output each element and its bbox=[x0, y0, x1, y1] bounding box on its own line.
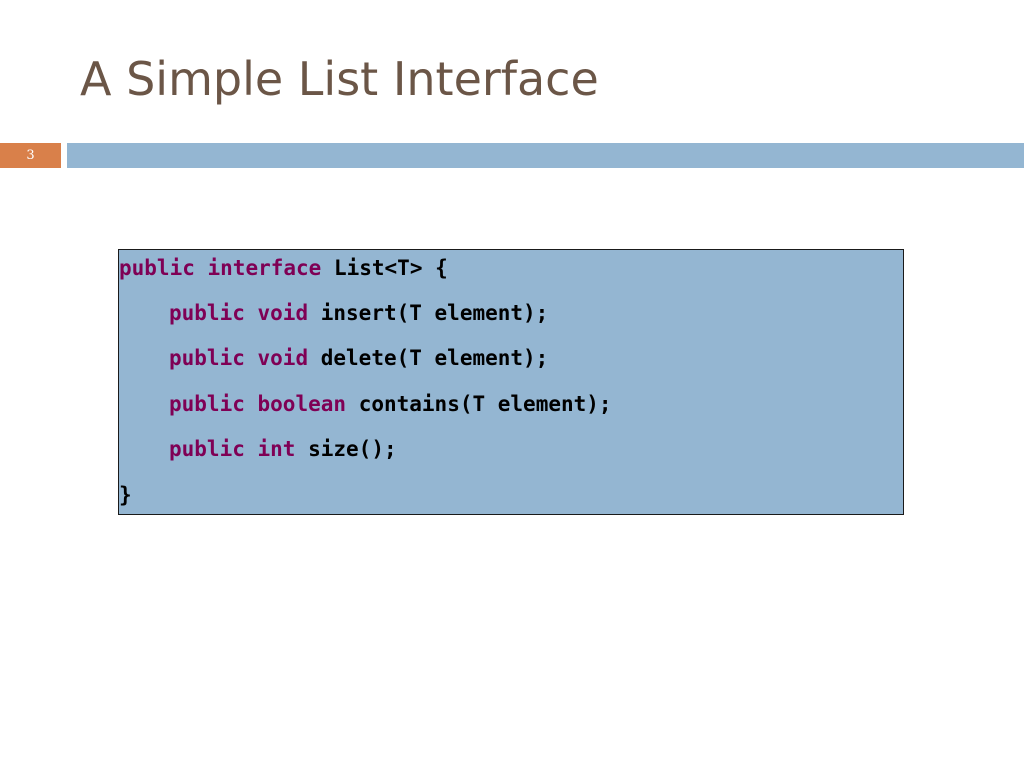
code-text: } bbox=[119, 483, 132, 507]
code-text: contains(T element); bbox=[358, 392, 612, 416]
code-keyword: boolean bbox=[257, 392, 347, 416]
code-line-contains-method: public boolean contains(T element); bbox=[169, 389, 612, 419]
code-keyword: public bbox=[119, 256, 195, 280]
slide-number: 3 bbox=[0, 143, 61, 168]
code-keyword: public bbox=[169, 392, 245, 416]
code-keyword: public bbox=[169, 301, 245, 325]
code-keyword: public bbox=[169, 437, 245, 461]
code-block: public interface List<T> { public void inser… bbox=[118, 249, 904, 515]
code-keyword: interface bbox=[207, 256, 322, 280]
code-keyword: public bbox=[169, 346, 245, 370]
code-line-closing-brace: } bbox=[119, 480, 132, 510]
code-keyword: int bbox=[257, 437, 296, 461]
code-keyword: void bbox=[257, 301, 309, 325]
code-text: List<T> { bbox=[333, 256, 448, 280]
slide-title: A Simple List Interface bbox=[80, 52, 599, 106]
title-accent-bar bbox=[67, 143, 1024, 168]
code-keyword: void bbox=[257, 346, 309, 370]
code-text: delete(T element); bbox=[320, 346, 549, 370]
code-text: size(); bbox=[308, 437, 397, 461]
code-line-delete-method: public void delete(T element); bbox=[169, 343, 548, 373]
code-line-insert-method: public void insert(T element); bbox=[169, 298, 548, 328]
code-line-size-method: public int size(); bbox=[169, 434, 397, 464]
code-text: insert(T element); bbox=[320, 301, 549, 325]
code-line-interface-declaration: public interface List<T> { bbox=[119, 253, 448, 283]
